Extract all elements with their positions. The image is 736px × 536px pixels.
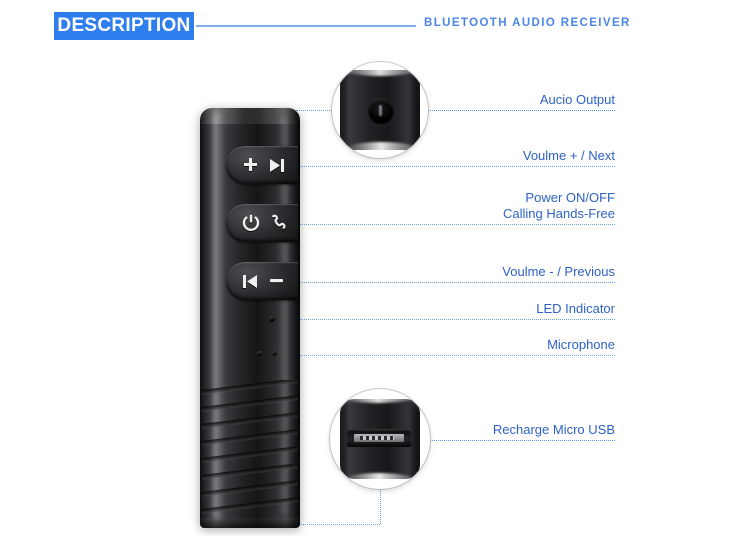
callout-volume-up-next: Voulme + / Next (523, 148, 615, 164)
device-highlight-left (213, 112, 224, 520)
leader-line-volume-up (300, 166, 615, 167)
description-badge: DESCRIPTION (54, 12, 194, 40)
volume-up-next-button[interactable] (226, 146, 298, 184)
callout-audio-output: Aucio Output (540, 92, 615, 108)
leader-line-volume-down (300, 282, 615, 283)
callout-power-calling-label: Power ON/OFF (525, 190, 615, 205)
header-divider-line (196, 25, 416, 27)
device-grip-ridges (202, 380, 298, 518)
plus-icon (244, 157, 257, 171)
device-top-cap (200, 108, 300, 124)
audio-jack-inset-top-shine (344, 64, 416, 76)
previous-track-icon (243, 274, 257, 288)
leader-line-led-indicator (274, 319, 615, 320)
micro-usb-inset-top-shine (342, 391, 414, 403)
description-badge-label: DESCRIPTION (57, 15, 191, 36)
device-bottom-edge (200, 518, 300, 528)
callout-recharge-micro-usb-label: Recharge Micro USB (492, 422, 615, 437)
callout-led-indicator: LED Indicator (536, 301, 615, 317)
leader-connector-bottom-vertical (380, 488, 381, 524)
micro-usb-port (346, 429, 412, 447)
callout-volume-up-next-label: Voulme + / Next (522, 148, 615, 163)
microphone-hole-left (257, 351, 262, 356)
led-indicator-hole (269, 316, 275, 322)
callout-microphone: Microphone (547, 337, 615, 353)
micro-usb-inset-bottom-shine (344, 473, 414, 486)
micro-usb-inset (330, 389, 430, 489)
callout-audio-output-label: Aucio Output (539, 92, 615, 107)
audio-jack-inset (332, 62, 428, 158)
minus-icon (270, 278, 283, 282)
header-subtitle: BLUETOOTH AUDIO RECEIVER (424, 17, 631, 29)
callout-volume-down-previous-label: Voulme - / Previous (502, 264, 615, 279)
callout-led-indicator-label: LED Indicator (536, 301, 615, 316)
leader-line-audio-output (428, 110, 615, 111)
audio-jack-port (368, 98, 394, 124)
micro-usb-port-pins (360, 436, 394, 440)
leader-line-power-call (300, 224, 615, 225)
power-icon (242, 214, 260, 231)
microphone-hole-right (272, 351, 277, 356)
callout-recharge-micro-usb: Recharge Micro USB (493, 422, 615, 438)
callout-microphone-label: Microphone (547, 337, 615, 352)
leader-line-recharge-usb (430, 440, 615, 441)
bluetooth-receiver-device (200, 108, 300, 528)
leader-connector-top-inset (296, 110, 334, 111)
callout-power-calling: Power ON/OFF Calling Hands-Free (503, 190, 615, 222)
leader-line-microphone (274, 355, 615, 356)
device-highlight-right (279, 118, 287, 514)
volume-down-previous-button[interactable] (226, 262, 298, 300)
callout-volume-down-previous: Voulme - / Previous (502, 264, 615, 280)
audio-jack-inset-bottom-shine (346, 142, 416, 155)
phone-handset-icon (272, 214, 286, 229)
power-call-button[interactable] (226, 204, 298, 242)
next-track-icon (270, 158, 284, 172)
callout-power-calling-label-line2: Calling Hands-Free (503, 206, 615, 221)
